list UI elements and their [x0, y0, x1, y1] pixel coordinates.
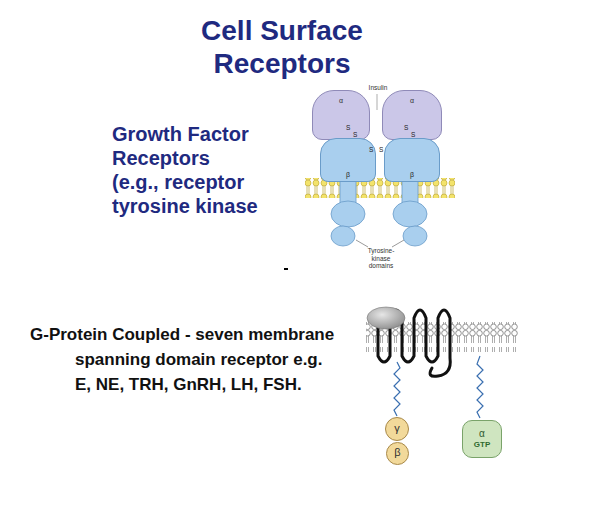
lipid-anchor: [394, 362, 400, 416]
disulfide-label: S: [411, 131, 419, 139]
subunit-label: α: [339, 97, 343, 105]
g-protein-subunit: γ: [385, 417, 409, 441]
leader-line: [377, 94, 378, 110]
kinase-domain: [331, 226, 355, 246]
receptor-subunit: β: [384, 138, 440, 182]
kinase-domain: [393, 201, 427, 227]
subunit-label: β: [346, 171, 350, 179]
part-name: Insulin: [365, 84, 391, 92]
disulfide-label: S: [346, 124, 354, 132]
ligand: [367, 307, 405, 329]
kinase-domain: [403, 226, 427, 246]
receptor-subunit: α: [312, 90, 370, 140]
kinase-domain: [331, 201, 365, 227]
dash-mark: [284, 268, 288, 270]
disulfide-label: S: [369, 146, 377, 154]
leader-line: [392, 240, 404, 247]
subunit-label: β: [394, 446, 400, 459]
disulfide-label: S: [379, 146, 387, 154]
subunit-label: γ: [394, 422, 400, 435]
disulfide-label: S: [353, 131, 361, 139]
leader-line: [356, 240, 368, 247]
lipid-anchor: [477, 356, 483, 418]
receptor-subunit: β: [320, 138, 376, 182]
g-protein-subunit: β: [386, 442, 409, 465]
part-name: Tyrosine- kinase domains: [360, 247, 402, 270]
nucleotide-label: GTP: [474, 440, 490, 449]
heading-text: Growth Factor Receptors (e.g., receptor …: [112, 122, 262, 218]
subunit-label: β: [410, 171, 414, 179]
disulfide-label: S: [404, 124, 412, 132]
slide-title: Cell Surface Receptors: [172, 14, 392, 80]
g-protein-subunit: αGTP: [462, 420, 502, 458]
subunit-label: α: [410, 97, 414, 105]
subunit-label: α: [479, 428, 485, 440]
body-text: G-Protein Coupled - seven membrane spann…: [30, 322, 340, 397]
